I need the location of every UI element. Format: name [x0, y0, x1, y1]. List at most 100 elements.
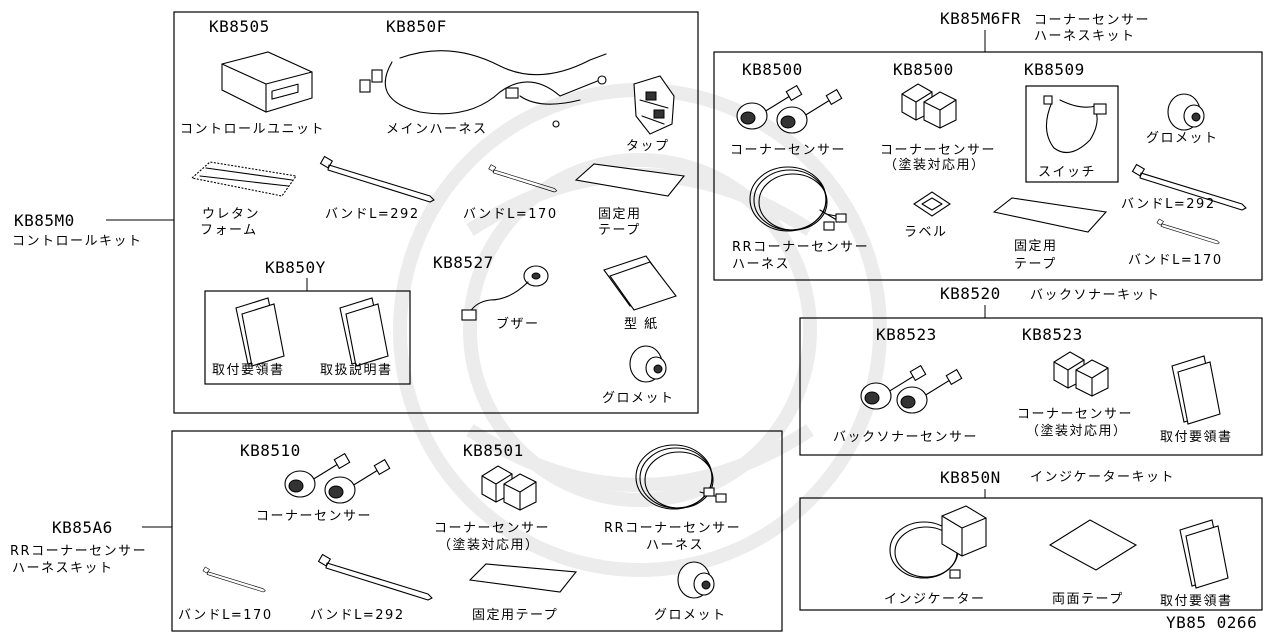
fixing-tape-illustration	[574, 163, 686, 197]
fixing-tape-label-line1: 固定用	[598, 207, 642, 222]
indicator-label: インジケーター	[884, 592, 986, 607]
rr-kit-name-line1: RRコーナーセンサー	[10, 544, 147, 559]
rr-harness-label-line2: ハーネス	[646, 538, 704, 553]
template-label: 型 紙	[624, 317, 659, 332]
indicator-kit-code: KB850N	[940, 468, 1001, 487]
fr-grommet-icon	[1167, 93, 1205, 131]
control-unit-label: コントロールユニット	[180, 122, 325, 137]
rr-grommet-icon	[677, 561, 715, 599]
indicator-install-manual-icon	[1179, 519, 1229, 589]
fr-band-292-label: バンドL=292	[1121, 197, 1216, 212]
switch-box	[1025, 85, 1119, 183]
fr-corner-sensor-paint-code: KB8500	[893, 60, 954, 79]
label-sticker-label: ラベル	[904, 225, 948, 240]
indicator-kit-box	[799, 497, 1263, 611]
rr-band-292-icon	[317, 553, 433, 601]
back-corner-sensor-paint-code: KB8523	[1022, 325, 1083, 344]
install-manual-label: 取付要領書	[212, 362, 285, 378]
control-kit-code: KB85M0	[14, 211, 75, 230]
rr-fixing-tape-illustration	[468, 563, 578, 593]
fr-kit-name-line1: コーナーセンサー	[1034, 13, 1150, 28]
urethane-foam-label-line1: ウレタン	[202, 207, 260, 222]
control-unit-illustration	[221, 51, 313, 113]
back-corner-sensor-paint-label-line1: コーナーセンサー	[1017, 407, 1133, 422]
control-kit-box	[173, 11, 699, 414]
urethane-foam-label-line2: フォーム	[200, 223, 258, 238]
fr-corner-sensor-label: コーナーセンサー	[730, 143, 846, 158]
double-tape-illustration	[1048, 519, 1138, 571]
rr-kit-box	[171, 430, 783, 632]
fr-kit-name-line2: ハーネスキット	[1034, 29, 1136, 44]
main-harness-illustration	[359, 50, 607, 128]
fr-corner-sensor-code: KB8500	[742, 60, 803, 79]
band-292-illustration	[319, 155, 435, 203]
fr-fixing-tape-illustration	[992, 197, 1108, 233]
rr-grommet-label: グロメット	[654, 608, 727, 623]
back-sonar-kit-box	[799, 317, 1263, 456]
band-170-label: バンドL=170	[463, 207, 558, 222]
indicator-kit-name: インジケーターキット	[1030, 470, 1175, 485]
back-sonar-sensor-b-icon	[896, 369, 963, 414]
fr-rr-harness-label-line1: RRコーナーセンサー	[732, 240, 869, 255]
rr-corner-sensor-paint-icon	[481, 465, 537, 511]
fr-fixing-tape-label-line2: テープ	[1014, 257, 1057, 272]
rr-fixing-tape-label: 固定用テープ	[472, 608, 558, 623]
docs-kit-code: KB850Y	[265, 258, 326, 277]
control-unit-code: KB8505	[209, 17, 270, 36]
fr-kit-code: KB85M6FR	[940, 9, 1021, 28]
rr-harness-label-line1: RRコーナーセンサー	[604, 521, 741, 536]
control-kit-name: コントロールキット	[12, 234, 143, 249]
fr-kit-box	[713, 51, 1263, 281]
docs-kit-box	[204, 290, 411, 385]
back-corner-sensor-paint-label-line2: （塗装対応用）	[1026, 423, 1128, 439]
main-harness-label: メインハーネス	[386, 122, 488, 137]
rr-corner-sensor-label: コーナーセンサー	[256, 509, 372, 524]
fixing-tape-label-line2: テープ	[598, 223, 641, 238]
grommet-illustration	[629, 345, 667, 383]
double-tape-label: 両面テープ	[1052, 592, 1124, 607]
fr-corner-sensor-paint-label-line1: コーナーセンサー	[880, 143, 996, 158]
rr-corner-sensor-paint-label-line1: コーナーセンサー	[434, 521, 550, 536]
rr-kit-name-line2: ハーネスキット	[12, 561, 114, 576]
tap-label: タップ	[626, 139, 670, 154]
rr-band-292-label: バンドL=292	[310, 608, 405, 623]
rr-band-170-label: バンドL=170	[178, 608, 273, 623]
switch-code: KB8509	[1024, 60, 1085, 79]
drawing-number: YB85 0266	[1166, 613, 1257, 632]
indicator-illustration	[889, 505, 987, 579]
fr-corner-sensor-paint-label-line2: （塗装対応用）	[884, 157, 986, 173]
urethane-foam-illustration	[190, 161, 297, 197]
buzzer-code: KB8527	[433, 253, 494, 272]
label-sticker-illustration	[913, 191, 951, 217]
rr-band-170-icon	[202, 566, 266, 593]
owner-manual-label: 取扱説明書	[320, 362, 393, 378]
buzzer-illustration	[461, 265, 549, 321]
main-harness-code: KB850F	[386, 17, 447, 36]
owner-manual-icon	[339, 297, 389, 367]
back-install-manual-label: 取付要領書	[1160, 429, 1233, 445]
fr-fixing-tape-label-line1: 固定用	[1014, 239, 1058, 254]
back-sonar-kit-code: KB8520	[940, 284, 1001, 303]
rr-kit-code: KB85A6	[52, 518, 113, 537]
buzzer-label: ブザー	[496, 316, 540, 332]
back-sonar-sensor-code: KB8523	[876, 325, 937, 344]
band-292-label: バンドL=292	[325, 207, 420, 222]
fr-rr-harness-label-line2: ハーネス	[732, 257, 790, 272]
back-install-manual-icon	[1171, 355, 1221, 425]
fr-band-170-icon	[1156, 218, 1220, 245]
template-illustration	[603, 255, 677, 311]
rr-corner-sensor-paint-code: KB8501	[463, 441, 524, 460]
fr-corner-sensor-b-icon	[776, 89, 843, 134]
fr-grommet-label: グロメット	[1146, 131, 1219, 146]
back-sonar-sensor-label: バックソナーセンサー	[833, 430, 978, 445]
switch-label: スイッチ	[1038, 165, 1096, 180]
switch-illustration	[1043, 95, 1107, 154]
install-manual-icon	[235, 297, 285, 367]
fr-band-170-label: バンドL=170	[1128, 253, 1223, 268]
back-sonar-kit-name: バックソナーキット	[1030, 288, 1161, 303]
tap-illustration	[633, 75, 675, 135]
rr-corner-sensor-code: KB8510	[240, 441, 301, 460]
back-corner-sensor-paint-icon	[1053, 351, 1109, 397]
rr-harness-connectors	[699, 487, 727, 503]
